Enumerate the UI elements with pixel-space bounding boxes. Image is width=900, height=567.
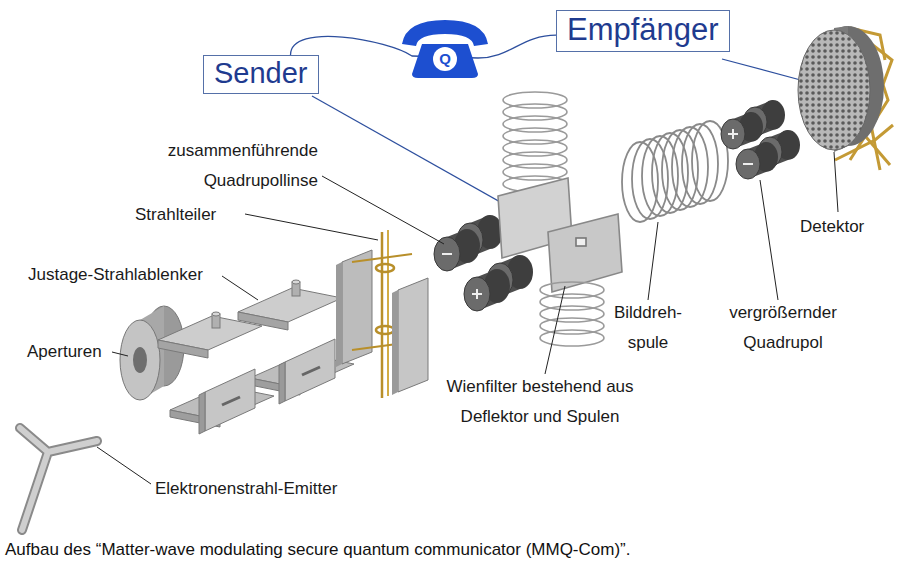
- beam-splitter: [336, 230, 428, 398]
- part-label: vergrößernder Quadrupol: [708, 298, 858, 358]
- telephone-icon: [402, 20, 488, 78]
- dial-letter: Q: [435, 50, 455, 68]
- part-label: zusammenführende Quadrupollinse: [130, 136, 318, 196]
- part-label: Aperturen: [27, 337, 102, 367]
- electron-emitter: [20, 428, 97, 530]
- part-label: Elektronenstrahl-Emitter: [155, 474, 337, 504]
- receiver-leader: [722, 59, 808, 82]
- deflector-plates: [158, 280, 354, 434]
- part-label: Strahlteiler: [135, 200, 216, 230]
- rotation-coil: [622, 121, 728, 222]
- title-box: Sender: [203, 55, 319, 94]
- part-label: Detektor: [800, 212, 864, 242]
- part-label: Justage-Strahlablenker: [28, 260, 203, 290]
- box-text: Sender: [214, 57, 308, 90]
- title-box: Empfänger: [556, 10, 730, 52]
- leader-lines: [97, 152, 838, 484]
- box-text: Empfänger: [567, 12, 719, 48]
- part-label: Wienfilter bestehend aus Deflektor und S…: [420, 372, 660, 432]
- aperture-disc: [120, 306, 184, 400]
- figure-caption: Aufbau des “Matter-wave modulating secur…: [5, 540, 630, 560]
- detector: [798, 26, 893, 170]
- part-label: Bilddreh- spule: [605, 298, 691, 358]
- sender-leader: [312, 96, 518, 212]
- magnifying-quadrupole: [721, 100, 800, 179]
